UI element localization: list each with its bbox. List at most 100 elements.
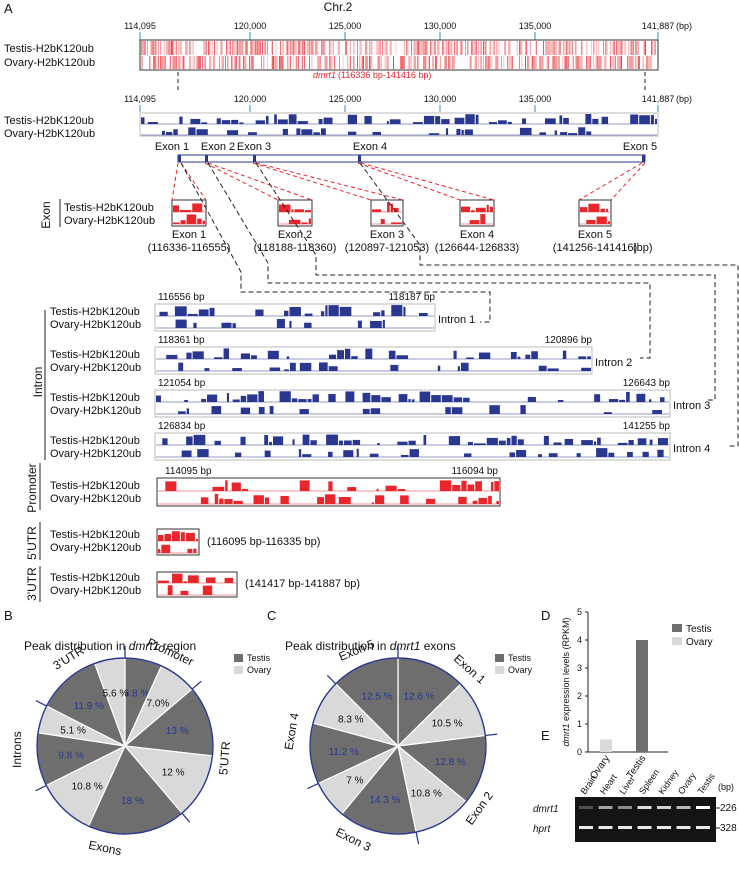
- heatmap-ovary-stripe: [445, 56, 447, 69]
- pie-region-legend-testis: Testis: [247, 653, 271, 663]
- intron-peaks-testis-peak: [626, 391, 630, 402]
- heatmap-ovary-stripe: [339, 56, 340, 69]
- heatmap-ovary-stripe: [197, 56, 199, 69]
- heatmap-ovary-stripe: [637, 56, 639, 69]
- intron-peaks-ovary-peak: [193, 322, 197, 328]
- intron-peaks-testis-peak: [619, 399, 626, 402]
- heatmap-testis-stripe: [435, 41, 436, 55]
- heatmap-testis-stripe: [612, 41, 614, 55]
- gene-range: (116336 bp-141416 bp): [338, 70, 431, 80]
- heatmap-ovary-stripe: [436, 56, 438, 69]
- exon-zoom-box: [277, 199, 313, 227]
- heatmap-testis-stripe: [622, 41, 624, 55]
- utr5-peaks-testis-peak: [185, 532, 195, 541]
- heatmap-testis-stripe: [238, 41, 240, 55]
- heatmap-ovary-stripe: [558, 56, 560, 69]
- heatmap-testis: [141, 41, 656, 55]
- mid-peaks-testis-peak: [190, 118, 201, 124]
- heatmap-ovary-stripe: [417, 56, 418, 69]
- heatmap-ovary-stripe: [227, 56, 229, 69]
- top-tick-label: 141,887: [642, 21, 675, 31]
- heatmap-ovary-stripe: [413, 56, 415, 69]
- heatmap-ovary-stripe: [153, 56, 154, 69]
- heatmap-ovary-stripe: [319, 56, 321, 69]
- heatmap-ovary-stripe: [387, 56, 388, 69]
- heatmap-ovary-stripe: [528, 56, 530, 69]
- heatmap-ovary-stripe: [491, 56, 493, 69]
- mid-peaks-ovary-peak: [539, 132, 547, 135]
- heatmap-ovary-stripe: [353, 56, 355, 69]
- heatmap-testis-stripe: [166, 41, 168, 55]
- exon-zoom-range: (120897-121053): [345, 242, 429, 254]
- heatmap-testis-stripe: [483, 41, 484, 55]
- intron-peaks-testis-peak: [345, 391, 355, 402]
- heatmap-ovary-stripe: [400, 56, 402, 69]
- mid-peaks-testis-peak: [288, 114, 297, 124]
- pie-exons-region-label: Exon 4: [282, 712, 302, 752]
- heatmap-testis-stripe: [141, 41, 142, 55]
- exon-zoom-name: Exon 2: [278, 229, 312, 241]
- heatmap-testis-stripe: [173, 41, 175, 55]
- intron-track-testis: Testis-H2bK120ub: [50, 392, 140, 404]
- intron-peaks-testis-peak: [557, 400, 564, 402]
- heatmap-testis-stripe: [631, 41, 633, 55]
- heatmap-testis-stripe: [433, 41, 435, 55]
- mid-peaks-ovary-peak: [445, 128, 449, 135]
- heatmap-testis-stripe: [220, 41, 222, 55]
- intron-peaks-testis-peak: [597, 437, 601, 445]
- pie-region-legend-ovary: Ovary: [247, 665, 272, 675]
- bar-legend-swatch-ovary: [672, 637, 682, 645]
- heatmap-ovary-stripe: [331, 56, 333, 69]
- intron-peaks-ovary-peak: [370, 320, 382, 328]
- heatmap-testis-stripe: [298, 41, 300, 55]
- mid-peaks-ovary-peak: [428, 133, 440, 135]
- pie-region-slice-label: 18 %: [121, 796, 144, 807]
- heatmap-ovary-stripe: [178, 56, 180, 69]
- gene-model-exon: [178, 155, 181, 162]
- heatmap-testis-stripe: [175, 41, 177, 55]
- intron-peaks-testis-peak: [506, 438, 511, 445]
- promoter-peaks-testis-peak: [165, 481, 177, 491]
- heatmap-testis-stripe: [419, 41, 421, 55]
- intron-peaks-ovary-peak: [181, 450, 192, 457]
- intron-peaks-testis-peak: [193, 434, 206, 445]
- heatmap-testis-stripe: [519, 41, 520, 55]
- heatmap-ovary-stripe: [511, 56, 513, 69]
- heatmap-ovary-stripe: [552, 56, 554, 69]
- heatmap-testis-stripe: [371, 41, 373, 55]
- heatmap-ovary-stripe: [474, 56, 476, 69]
- promoter-peaks-testis-peak: [475, 481, 482, 491]
- intron-peaks-testis-peak: [272, 436, 284, 445]
- promoter-peaks-ovary-peak: [488, 495, 492, 504]
- heatmap-ovary-stripe: [213, 56, 214, 69]
- heatmap-ovary-stripe: [184, 56, 186, 69]
- exon-zoom-line: [171, 162, 179, 201]
- heatmap-testis-stripe: [250, 41, 252, 55]
- heatmap-testis-stripe: [651, 41, 652, 55]
- heatmap-ovary-stripe: [427, 56, 429, 69]
- heatmap-testis-stripe: [287, 41, 289, 55]
- heatmap-testis-stripe: [312, 41, 314, 55]
- heatmap-ovary-stripe: [589, 56, 591, 69]
- exon-zoom-testis-peak: [475, 207, 486, 212]
- heatmap-ovary-stripe: [510, 56, 512, 69]
- heatmap-ovary-stripe: [411, 56, 412, 69]
- promoter-peaks-testis-peak: [467, 484, 475, 491]
- heatmap-testis-stripe: [508, 41, 510, 55]
- utr5-peaks-testis-peak: [158, 534, 164, 541]
- intron-peaks-testis-peak: [659, 397, 665, 402]
- mid-peaks-testis-peak: [654, 118, 657, 124]
- bar-ovary: [600, 739, 612, 752]
- pie-region-region-separator: [35, 784, 47, 792]
- heatmap-ovary-stripe: [475, 56, 477, 69]
- heatmap-testis-stripe: [552, 41, 554, 55]
- exon-zoom-testis: [461, 204, 493, 213]
- mid-peaks-testis-peak: [441, 119, 450, 124]
- exon-zoom-ovary-peak: [607, 221, 610, 224]
- intron-peaks-ovary-peak: [581, 367, 591, 371]
- intron-peaks-testis-peak: [486, 437, 498, 445]
- top-tick-label: 135,000: [519, 21, 552, 31]
- mid-peaks-ovary-peak: [173, 129, 178, 135]
- intron-peaks-ovary-peak: [627, 451, 633, 457]
- promoter-peaks-ovary-peak: [280, 495, 289, 504]
